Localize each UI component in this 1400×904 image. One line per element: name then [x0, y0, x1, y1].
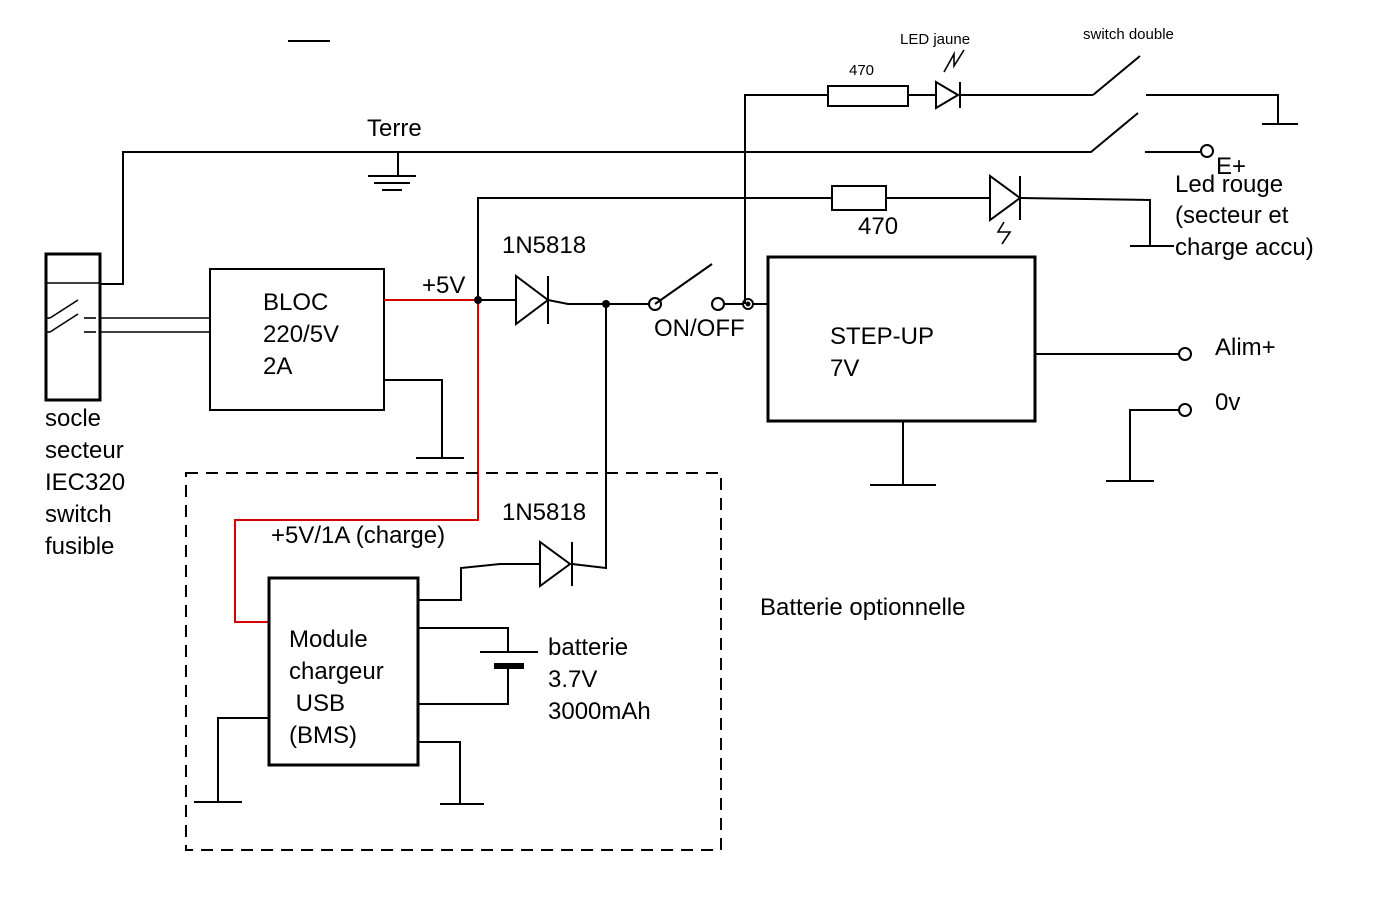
label-resistor-top: 470: [849, 62, 874, 79]
battery-optional-box: [185, 472, 722, 851]
battery-minus-wire: [418, 666, 509, 705]
label-diode-bottom: 1N5818: [502, 499, 586, 526]
diode-bottom-to-node: [571, 304, 607, 570]
switch-double-contact-top: [1146, 94, 1279, 124]
label-led-rouge-3: charge accu): [1175, 234, 1314, 261]
diode-1n5818-top-icon: [515, 274, 606, 326]
resistor-470-top: [827, 85, 909, 107]
label-stepup-1: STEP-UP: [830, 323, 934, 350]
bloc-power-supply: [209, 268, 385, 411]
bms-ground-left-wire: [217, 717, 269, 802]
zero-v-wire: [1129, 409, 1180, 481]
led-rouge-wire: [477, 197, 832, 300]
led-jaune-icon: [935, 49, 965, 110]
step-up-module: [766, 255, 1037, 423]
label-switch-double: switch double: [1083, 26, 1174, 43]
label-charge: +5V/1A (charge): [271, 522, 445, 549]
label-socle-3: IEC320: [45, 469, 125, 496]
earth-wire: [100, 112, 1139, 285]
label-alim-plus: Alim+: [1215, 334, 1276, 361]
label-battery-1: batterie: [548, 634, 628, 661]
label-battery-2: 3.7V: [548, 666, 597, 693]
on-off-switch: [648, 263, 725, 311]
label-stepup-2: 7V: [830, 355, 859, 382]
node-stepup-in-dot: [745, 301, 751, 307]
iec320-socket: [44, 252, 102, 402]
earth-ground-icon: [368, 152, 416, 191]
bms-module: [267, 576, 420, 767]
label-socle-2: secteur: [45, 437, 124, 464]
label-terre: Terre: [367, 115, 422, 142]
battery-plus-wire: [418, 627, 509, 652]
bms-ground-right-wire: [418, 741, 461, 804]
led-jaune-wire: [744, 94, 828, 304]
label-battery-3: 3000mAh: [548, 698, 651, 725]
switch-double-blade-top: [1092, 55, 1141, 96]
socket-switch-icon: [46, 299, 96, 333]
label-zero-v: 0v: [1215, 389, 1240, 416]
label-socle-1: socle: [45, 405, 101, 432]
label-bloc-2: 220/5V: [263, 321, 339, 348]
label-batterie-optionnelle: Batterie optionnelle: [760, 594, 965, 621]
label-led-rouge-2: (secteur et: [1175, 202, 1289, 229]
label-led-jaune: LED jaune: [900, 31, 970, 48]
diode-1n5818-bottom-icon: [539, 540, 573, 588]
label-bloc-3: 2A: [263, 353, 292, 380]
alim-plus-terminal: [1178, 347, 1192, 361]
label-module-3: USB: [289, 690, 345, 717]
label-module-2: chargeur: [289, 658, 384, 685]
e-plus-terminal: [1200, 144, 1214, 158]
label-plus5v: +5V: [422, 272, 465, 299]
label-led-rouge-1: Led rouge: [1175, 171, 1283, 198]
bloc-ground-wire: [384, 379, 443, 458]
label-resistor-bottom: 470: [858, 213, 898, 240]
led-rouge-out-wire: [1019, 197, 1151, 246]
label-module-1: Module: [289, 626, 368, 653]
label-socle-5: fusible: [45, 533, 114, 560]
label-diode-top: 1N5818: [502, 232, 586, 259]
label-module-4: (BMS): [289, 722, 357, 749]
led-rouge-icon: [989, 174, 1022, 245]
resistor-470-bottom: [831, 185, 887, 211]
bms-out-wire: [418, 563, 540, 601]
label-e-plus: E+: [1216, 153, 1246, 180]
label-on-off: ON/OFF: [654, 315, 745, 342]
label-bloc-1: BLOC: [263, 289, 328, 316]
label-socle-4: switch: [45, 501, 112, 528]
zero-v-terminal: [1178, 403, 1192, 417]
charge-red-wire: [234, 300, 479, 623]
